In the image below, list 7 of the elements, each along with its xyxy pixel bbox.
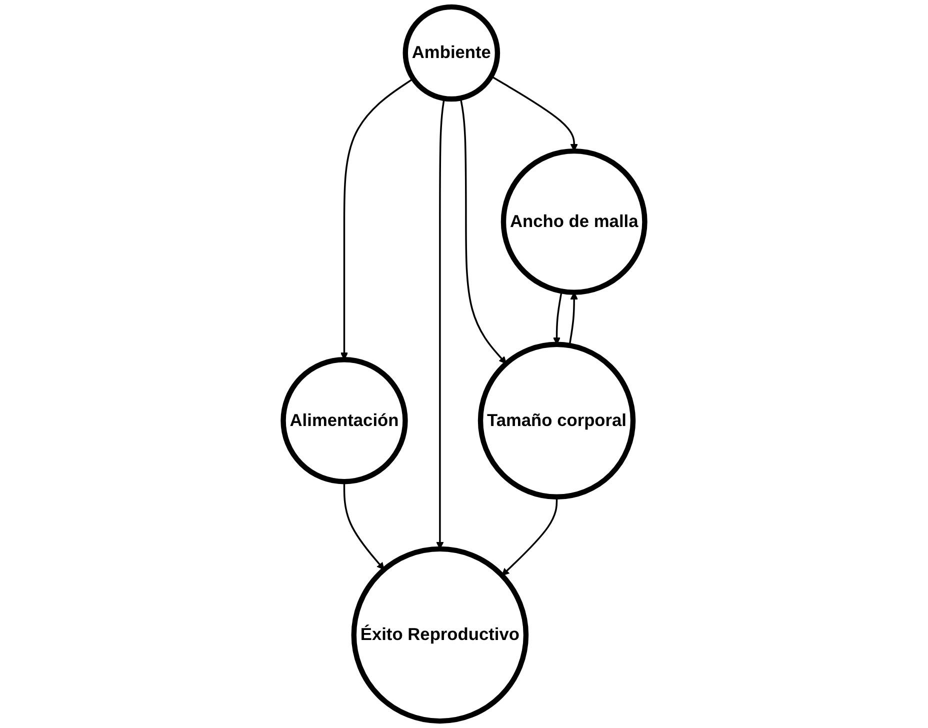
arrow — [552, 291, 562, 345]
node-circle: Ancho de malla — [500, 148, 648, 295]
node-circle: Éxito Reproductivo — [351, 546, 529, 724]
arrow — [343, 482, 384, 570]
node-circle: Tamaño corporal — [478, 342, 636, 500]
node-circle: Ambiente — [402, 4, 500, 102]
node-circle: Alimentación — [280, 357, 408, 484]
